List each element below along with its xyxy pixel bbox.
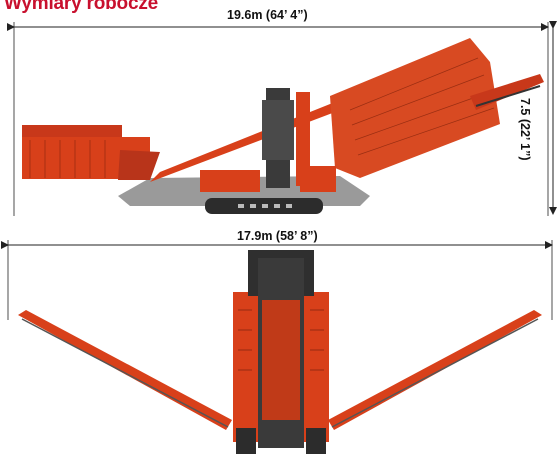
side-view (7, 21, 557, 216)
overall-length-label: 19.6m (64’ 4”) (225, 8, 310, 22)
overall-height-label: 7.5 (22’ 1”) (518, 98, 532, 161)
screen-box (330, 38, 500, 178)
discharge-conveyor (470, 74, 544, 110)
overall-width-label: 17.9m (58’ 8”) (235, 229, 320, 243)
left-side-conveyor (18, 310, 232, 430)
page-title: Wymiary robocze (4, 0, 158, 14)
engine-housing (200, 170, 260, 192)
feed-hopper (22, 125, 160, 180)
right-side-conveyor (328, 310, 542, 430)
plan-view (1, 240, 553, 454)
